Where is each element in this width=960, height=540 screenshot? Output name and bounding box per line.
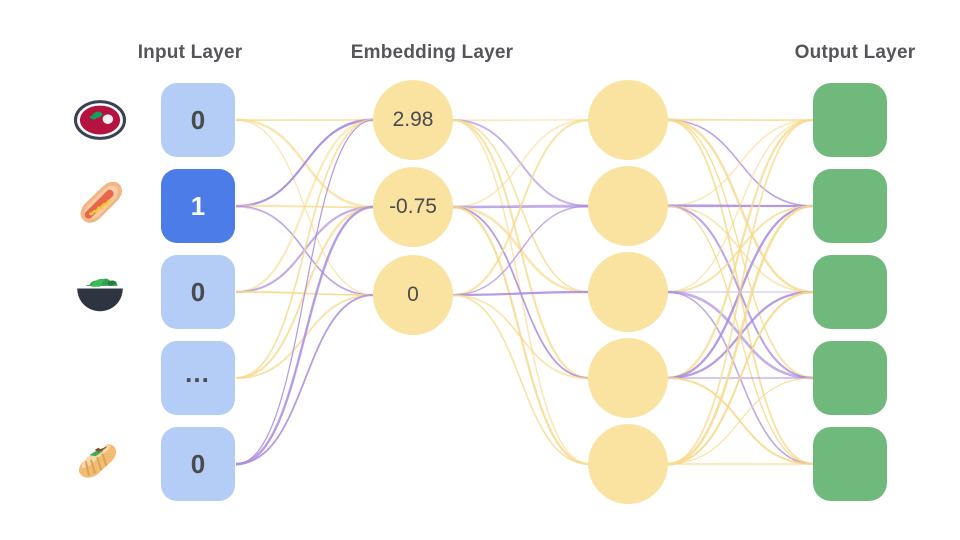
- layer-title-output-layer: Output Layer: [794, 42, 916, 63]
- hidden-node-5[interactable]: [588, 424, 668, 504]
- layer-title-input-layer: Input Layer: [137, 42, 243, 63]
- burrito-icon: [72, 436, 128, 492]
- edge: [235, 294, 375, 465]
- input-node-5[interactable]: 0: [161, 427, 235, 501]
- input-node-4[interactable]: …: [161, 341, 235, 415]
- output-node-1[interactable]: [813, 83, 887, 157]
- output-node-2[interactable]: [813, 169, 887, 243]
- hidden-node-2[interactable]: [588, 166, 668, 246]
- edge: [451, 205, 590, 296]
- input-node-2[interactable]: 1: [161, 169, 235, 243]
- edge: [451, 294, 590, 380]
- output-node-4[interactable]: [813, 341, 887, 415]
- embedding-node-value: -0.75: [389, 195, 437, 218]
- edge: [235, 205, 375, 466]
- bowl-of-soup-icon: [72, 92, 128, 148]
- input-node-value: …: [184, 357, 212, 388]
- input-node-value: 0: [190, 448, 206, 479]
- edge: [666, 118, 814, 380]
- edge: [666, 118, 814, 122]
- edge: [235, 118, 375, 294]
- edge: [666, 119, 814, 207]
- hidden-node-1[interactable]: [588, 80, 668, 160]
- input-node-value: 1: [190, 190, 206, 221]
- edge: [451, 119, 590, 122]
- edge: [235, 119, 375, 379]
- edge: [666, 204, 814, 466]
- edge: [451, 290, 590, 297]
- edge: [666, 119, 814, 293]
- embedding-node-value: 2.98: [392, 108, 434, 131]
- edge: [451, 119, 590, 296]
- edge: [666, 119, 814, 465]
- layer-title-embedding-layer: Embedding Layer: [350, 42, 514, 63]
- input-node-value: 0: [190, 276, 206, 307]
- edge: [235, 293, 375, 464]
- embedding-node-1[interactable]: 2.98: [373, 80, 453, 160]
- input-node-1[interactable]: 0: [161, 83, 235, 157]
- edge: [666, 119, 814, 465]
- edge: [666, 377, 814, 465]
- edge: [451, 294, 590, 465]
- edge: [235, 119, 375, 465]
- output-node-3[interactable]: [813, 255, 887, 329]
- edge: [451, 119, 590, 208]
- output-node-5[interactable]: [813, 427, 887, 501]
- edge: [451, 294, 590, 379]
- input-node-value: 0: [190, 104, 206, 135]
- green-salad-icon: [72, 264, 128, 320]
- edge: [666, 204, 814, 466]
- edge: [235, 118, 375, 208]
- hidden-node-3[interactable]: [588, 252, 668, 332]
- input-node-3[interactable]: 0: [161, 255, 235, 329]
- edge: [235, 205, 375, 466]
- edge: [235, 119, 375, 379]
- edge: [666, 291, 814, 465]
- hot-dog-icon: [72, 178, 128, 234]
- edge: [235, 118, 375, 208]
- embedding-node-value: 0: [407, 283, 419, 306]
- edge: [666, 292, 814, 466]
- hidden-node-4[interactable]: [588, 338, 668, 418]
- embedding-node-2[interactable]: -0.75: [373, 167, 453, 247]
- edge: [451, 120, 590, 297]
- embedding-node-3[interactable]: 0: [373, 255, 453, 335]
